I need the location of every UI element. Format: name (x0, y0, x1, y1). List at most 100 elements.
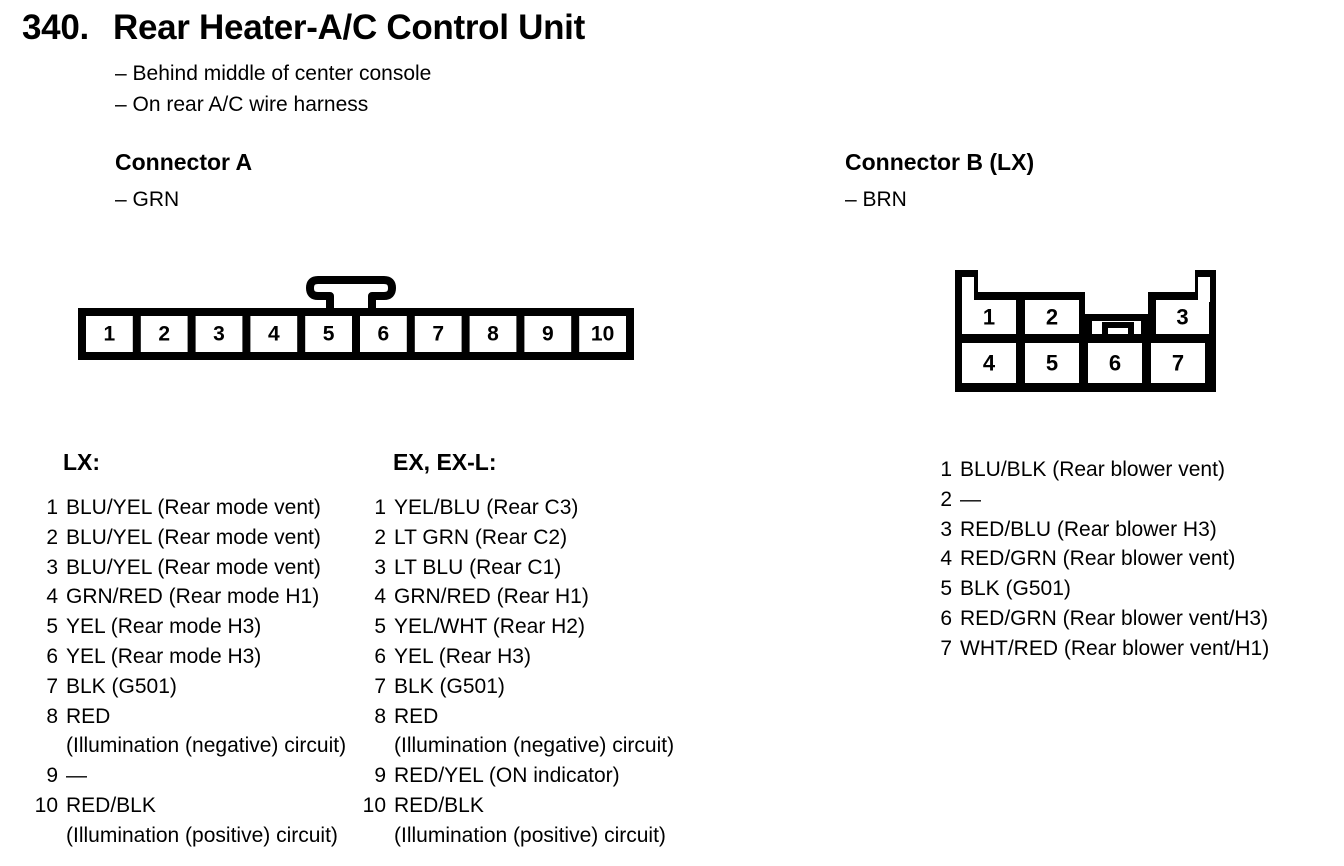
cavity-number: 2 (158, 323, 170, 346)
pin-number: 5 (940, 577, 952, 601)
connector-a-color-note: – GRN (115, 188, 180, 211)
cavity-cell (1156, 300, 1209, 334)
cavity-cell (1151, 343, 1205, 383)
pin-number: 9 (46, 764, 58, 788)
pin-number: 10 (34, 793, 58, 817)
pin-row: 5 BLK (G501) (925, 574, 1269, 604)
cavity-number: 10 (591, 323, 614, 346)
pin-number: 3 (374, 555, 386, 579)
pin-description: RED/BLK (Illumination (positive) circuit… (394, 791, 666, 851)
pin-number: 7 (940, 636, 952, 660)
pin-row: 9 — (28, 761, 346, 791)
cavity-number: 4 (268, 323, 280, 346)
pin-wire-color: RED/BLK (394, 793, 484, 817)
pin-description: WHT/RED (Rear blower vent/H1) (960, 636, 1270, 660)
section-title: Rear Heater-A/C Control Unit (113, 8, 585, 47)
pin-description: YEL (Rear mode H3) (66, 615, 262, 639)
pin-number: 5 (374, 615, 386, 639)
pin-row: 2 — (925, 485, 1269, 515)
pin-row: 2 LT GRN (Rear C2) (355, 523, 674, 553)
pin-number: 1 (374, 496, 386, 519)
pin-wire-color: RED (66, 704, 111, 728)
pin-row: 1 BLU/YEL (Rear mode vent) (28, 493, 346, 523)
page-title: 340. Rear Heater-A/C Control Unit (22, 8, 585, 48)
pin-description: LT GRN (Rear C2) (394, 525, 568, 549)
cavity-number: 3 (1176, 305, 1188, 330)
pin-row: 4 RED/GRN (Rear blower vent) (925, 544, 1269, 574)
pin-number: 4 (940, 547, 952, 571)
tab-slot (1198, 277, 1210, 302)
pin-description: BLU/YEL (Rear mode vent) (66, 496, 321, 519)
pin-row: 7 BLK (G501) (28, 672, 346, 702)
pin-number: 8 (374, 704, 386, 728)
pin-description: — (960, 487, 981, 511)
cavity-cell (250, 316, 298, 352)
pin-circuit-note: (Illumination (negative) circuit) (394, 734, 675, 758)
location-notes: – Behind middle of center console – On r… (115, 59, 431, 120)
pin-description: YEL (Rear mode H3) (66, 644, 262, 668)
pin-number: 4 (374, 585, 386, 609)
pin-row: 6 YEL (Rear H3) (355, 642, 674, 672)
pin-number: 6 (374, 644, 386, 668)
pin-description: GRN/RED (Rear H1) (394, 585, 589, 609)
pin-row: 3 LT BLU (Rear C1) (355, 553, 674, 583)
pin-number: 1 (940, 458, 952, 481)
pin-description: YEL/BLU (Rear C3) (394, 496, 579, 519)
pin-circuit-note: (Illumination (positive) circuit) (394, 823, 666, 847)
pin-row: 5 YEL (Rear mode H3) (28, 612, 346, 642)
pin-row: 6 YEL (Rear mode H3) (28, 642, 346, 672)
pin-description: RED/YEL (ON indicator) (394, 764, 620, 788)
pin-row: 10 RED/BLK (Illumination (positive) circ… (355, 791, 674, 851)
pin-row: 5 YEL/WHT (Rear H2) (355, 612, 674, 642)
cavity-cell (579, 316, 626, 352)
pin-row: 1 BLU/BLK (Rear blower vent) (925, 455, 1269, 485)
pin-number: 8 (46, 704, 58, 728)
cavity-number: 5 (1046, 351, 1058, 376)
keyway-bump (1102, 322, 1134, 334)
pin-row: 2 BLU/YEL (Rear mode vent) (28, 523, 346, 553)
pin-number: 3 (940, 517, 952, 541)
pin-row: 10 RED/BLK (Illumination (positive) circ… (28, 791, 346, 851)
cavity-cell (86, 316, 133, 352)
cavity-number: 1 (104, 323, 116, 346)
pin-number: 4 (46, 585, 58, 609)
pin-description: BLU/BLK (Rear blower vent) (960, 458, 1225, 481)
pin-number: 2 (46, 525, 58, 549)
trim-heading-ex: EX, EX-L: (393, 449, 497, 475)
cavity-cell (1025, 300, 1079, 334)
cavity-cell (962, 343, 1016, 383)
trim-heading-lx: LX: (63, 449, 101, 475)
location-note: – Behind middle of center console (115, 62, 432, 85)
pin-row: 3 BLU/YEL (Rear mode vent) (28, 553, 346, 583)
cavity-number: 2 (1046, 305, 1058, 330)
pin-description: RED/GRN (Rear blower vent/H3) (960, 606, 1269, 630)
connector-b-heading: Connector B (LX) (845, 149, 1035, 175)
connector-b-color-note: – BRN (845, 188, 907, 211)
tab-slot (962, 277, 974, 302)
pin-circuit-note: (Illumination (positive) circuit) (66, 823, 338, 847)
pin-description: RED/BLU (Rear blower H3) (960, 517, 1217, 541)
connector-b-diagram: 1 2 3 4 5 6 7 (955, 270, 1216, 392)
pin-description: GRN/RED (Rear mode H1) (66, 585, 320, 609)
connector-b-body (955, 270, 1216, 392)
pin-number: 7 (374, 674, 386, 698)
cavity-number: 9 (542, 323, 554, 346)
pin-number: 5 (46, 615, 58, 639)
pin-row: 3 RED/BLU (Rear blower H3) (925, 515, 1269, 545)
pin-row: 8 RED (Illumination (negative) circuit) (28, 702, 346, 762)
pin-number: 10 (362, 793, 386, 817)
pin-wire-color: RED/BLK (66, 793, 156, 817)
cavity-cell (305, 316, 352, 352)
pin-description: BLK (G501) (960, 577, 1071, 601)
pin-description: BLU/YEL (Rear mode vent) (66, 555, 321, 579)
cavity-cell (469, 316, 517, 352)
connector-a-heading: Connector A (115, 149, 253, 175)
cavity-number: 7 (1172, 351, 1184, 376)
cavity-number: 6 (1109, 351, 1121, 376)
cavity-number: 7 (432, 323, 444, 346)
pin-description: RED (Illumination (negative) circuit) (394, 702, 674, 762)
pin-description: RED (Illumination (negative) circuit) (66, 702, 346, 762)
pin-number: 6 (46, 644, 58, 668)
cavity-number: 3 (213, 323, 225, 346)
pin-circuit-note: (Illumination (negative) circuit) (66, 734, 347, 758)
